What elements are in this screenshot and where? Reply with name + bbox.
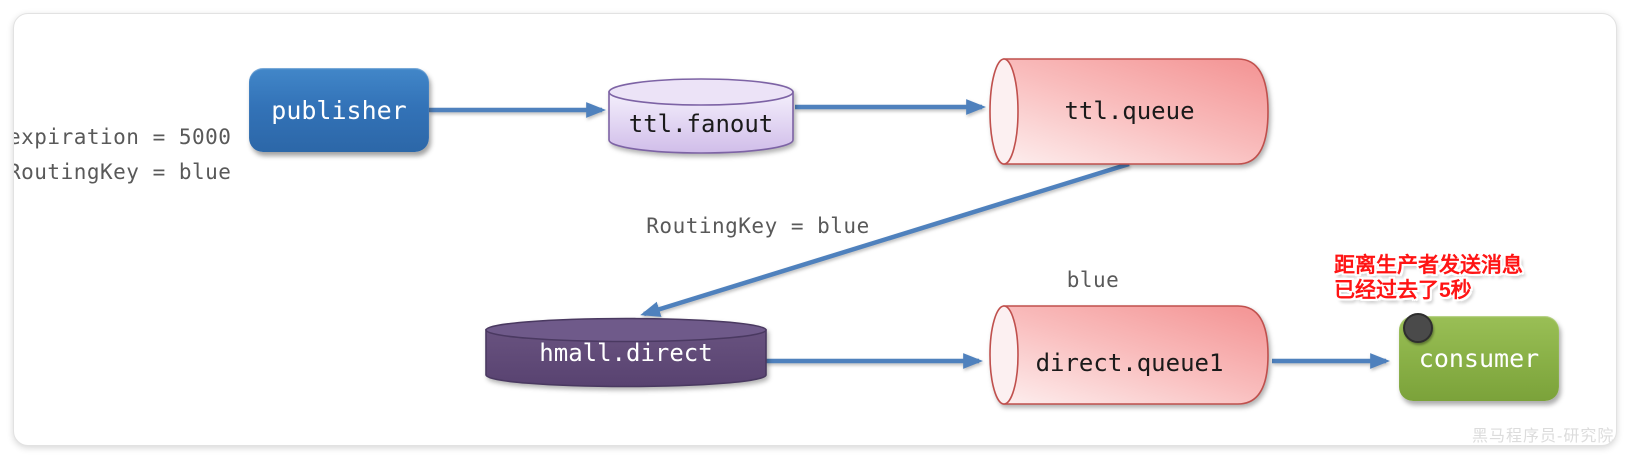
direct-queue1-cylinder [989, 305, 1269, 405]
delay-note-line2: 已经过去了5秒 [1334, 279, 1472, 302]
consumer-dot-icon [1403, 313, 1433, 343]
hmall-direct-cylinder [485, 317, 767, 388]
expiration-annotation: expiration = 5000 [13, 125, 232, 149]
ttl-fanout-cylinder [608, 78, 794, 154]
diagram-shapes-layer [429, 58, 1390, 405]
blue-binding-label: blue [1066, 268, 1120, 292]
delay-note-line1: 距离生产者发送消息 [1334, 254, 1523, 277]
ttl-fanout-label: ttl.fanout [628, 110, 774, 138]
publisher-label: publisher [271, 95, 407, 125]
delay-note: 距离生产者发送消息 已经过去了5秒 [1334, 253, 1574, 303]
hmall-direct-label: hmall.direct [539, 339, 713, 367]
routing-key-mid-annotation: RoutingKey = blue [646, 214, 870, 238]
consumer-node: consumer [1399, 316, 1559, 401]
publisher-node: publisher [249, 68, 429, 152]
watermark: 黑马程序员-研究院 [1472, 428, 1615, 445]
diagram-card: expiration = 5000 RoutingKey = blue publ… [13, 13, 1617, 446]
ttl-queue-label: ttl.queue [1064, 97, 1195, 125]
ttl-queue-cylinder [989, 58, 1269, 165]
consumer-label: consumer [1418, 344, 1540, 373]
direct-queue1-label: direct.queue1 [1035, 349, 1224, 377]
arrow-ttlqueue-to-hmalldirect [640, 161, 1130, 317]
routing-key-left-annotation: RoutingKey = blue [13, 160, 232, 184]
